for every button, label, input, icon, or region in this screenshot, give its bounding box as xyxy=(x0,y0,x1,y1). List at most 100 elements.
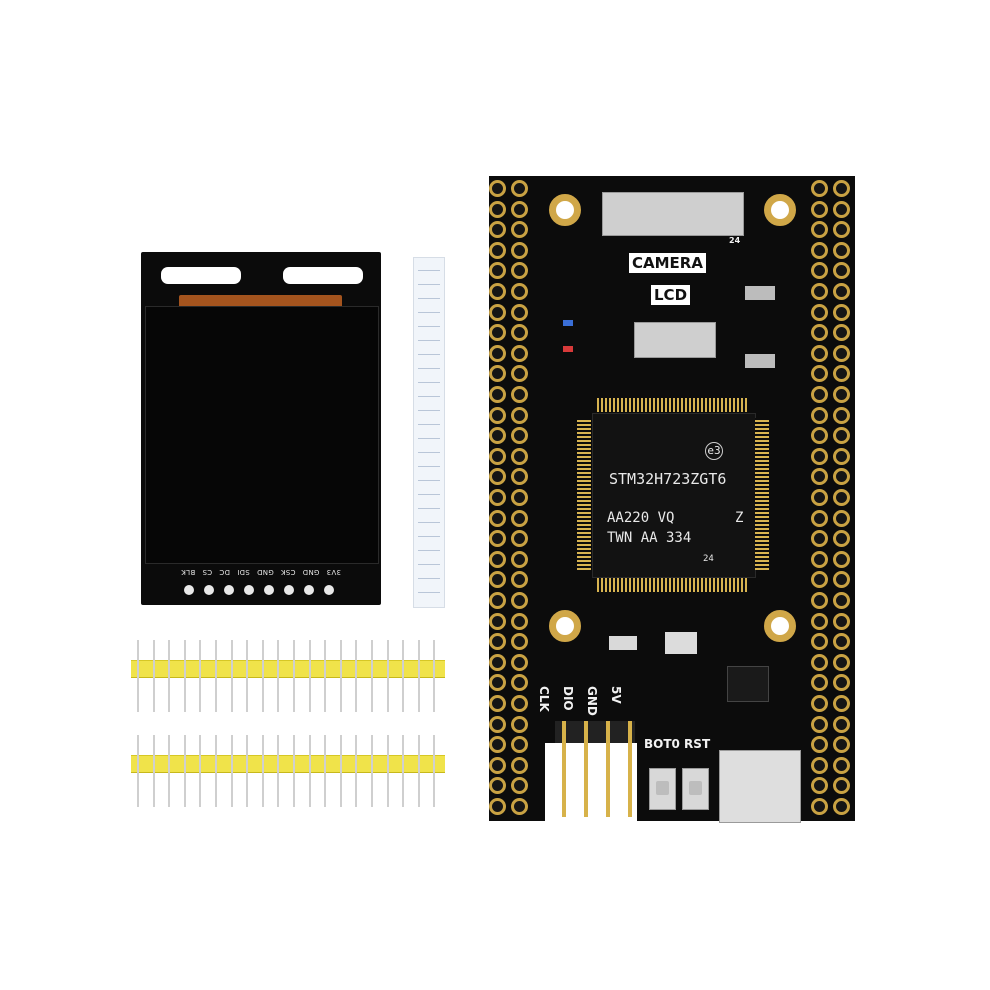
reset-button[interactable] xyxy=(682,768,709,810)
pin-hole xyxy=(811,756,828,774)
lcd-pin-label: CSK xyxy=(280,568,296,576)
header-pin xyxy=(293,640,295,712)
smd-component xyxy=(665,632,697,654)
pin-hole xyxy=(489,633,506,651)
pin-hole xyxy=(833,653,850,671)
header-pin xyxy=(386,735,389,807)
pin-hole xyxy=(511,715,528,733)
header-pin xyxy=(277,735,280,807)
pin-hole xyxy=(489,695,506,712)
pin-hole xyxy=(489,200,506,218)
pin-hole xyxy=(489,468,506,486)
pin-hole xyxy=(511,653,528,671)
pin-hole xyxy=(811,695,828,712)
lcd-pin-label: BLK xyxy=(181,568,196,576)
pin-hole xyxy=(833,324,850,342)
fpc-ribbon-cable xyxy=(413,257,445,608)
ribbon-trace xyxy=(418,564,440,565)
lcd-fpc-tape xyxy=(179,295,342,309)
pin-hole xyxy=(489,221,506,239)
pin-hole xyxy=(811,715,828,733)
pin-hole xyxy=(833,180,850,197)
pin-hole xyxy=(833,592,850,609)
led-blue xyxy=(563,320,573,326)
pin-hole xyxy=(489,489,506,506)
pin-hole xyxy=(489,262,506,280)
pin-hole xyxy=(489,365,506,383)
pin-hole xyxy=(511,283,528,300)
mcu-line2-right: Z xyxy=(735,510,744,526)
lcd-pin-pad xyxy=(284,585,294,595)
pin-hole xyxy=(511,365,528,383)
pin-hole xyxy=(811,241,828,259)
header-pin xyxy=(168,735,171,807)
pin-hole xyxy=(511,798,528,815)
lcd-pin-labels: 3V3 GND CSK GND SDI DC CS BLK xyxy=(181,568,341,576)
pin-hole xyxy=(811,653,828,671)
header-pin xyxy=(293,735,295,807)
pin-hole xyxy=(511,571,528,589)
pin-hole xyxy=(511,612,528,630)
ribbon-trace xyxy=(418,410,440,411)
pin-hole xyxy=(833,447,850,465)
header-pin xyxy=(199,640,202,712)
header-pin xyxy=(215,640,217,712)
lcd-pin-pad xyxy=(304,585,314,595)
pin-hole xyxy=(833,509,850,527)
header-pin xyxy=(417,640,420,712)
pin-hole xyxy=(811,283,828,300)
pin-hole xyxy=(811,262,828,280)
usb-c-connector xyxy=(719,750,801,823)
pin-hole xyxy=(489,344,506,362)
header-pin xyxy=(433,640,436,712)
boot0-button[interactable] xyxy=(649,768,676,810)
header-pin xyxy=(230,640,233,712)
pin-hole xyxy=(811,386,828,403)
header-pin xyxy=(199,735,202,807)
ribbon-trace xyxy=(418,466,440,467)
pin-hole xyxy=(833,468,850,486)
pin-hole xyxy=(511,221,528,239)
pin-hole xyxy=(811,303,828,321)
header-pin xyxy=(355,640,358,712)
pin-hole xyxy=(489,777,506,795)
header-pin xyxy=(308,735,311,807)
pin-hole xyxy=(811,798,828,815)
pin-hole xyxy=(511,550,528,568)
ribbon-trace xyxy=(418,340,440,341)
ribbon-trace xyxy=(418,396,440,397)
header-pin xyxy=(152,735,155,807)
lcd-fpc-connector xyxy=(634,322,716,358)
pin-hole xyxy=(489,612,506,630)
pin-hole xyxy=(833,777,850,795)
ribbon-trace xyxy=(418,326,440,327)
pin-hole xyxy=(811,592,828,609)
debug-label-gnd: GND xyxy=(585,686,599,716)
pin-hole xyxy=(811,550,828,568)
led-red xyxy=(563,346,573,352)
pin-hole xyxy=(811,447,828,465)
pin-hole xyxy=(811,509,828,527)
header-pin xyxy=(371,640,373,712)
pin-hole xyxy=(811,365,828,383)
pin-hole xyxy=(811,530,828,548)
pin-hole xyxy=(489,241,506,259)
lcd-pin-label: 3V3 xyxy=(326,568,341,576)
pin-hole xyxy=(833,612,850,630)
lcd-pin-pad xyxy=(324,585,334,595)
mcu-line2: AA220 VQ xyxy=(607,510,675,526)
header-pin xyxy=(183,735,186,807)
ribbon-trace xyxy=(418,578,440,579)
header-pin xyxy=(308,640,311,712)
ribbon-trace xyxy=(418,424,440,425)
lcd-pin-pad xyxy=(224,585,234,595)
pin-hole xyxy=(511,509,528,527)
header-pin xyxy=(339,640,342,712)
pin-header-bottom xyxy=(131,735,445,807)
header-pin xyxy=(417,735,420,807)
smd-component xyxy=(727,666,769,702)
header-pin xyxy=(277,640,280,712)
mcu-pin-col-right xyxy=(755,418,769,570)
pin-hole xyxy=(511,241,528,259)
header-plastic xyxy=(131,755,445,773)
